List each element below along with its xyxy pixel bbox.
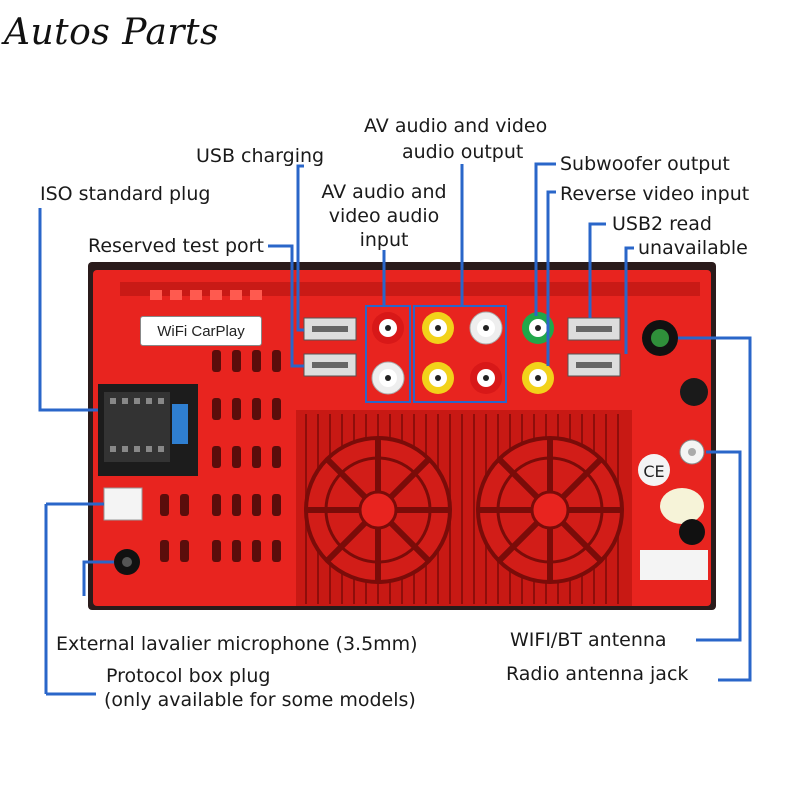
label-reverse-video: Reverse video input	[560, 183, 750, 205]
leader-subwoofer	[534, 162, 556, 316]
iso-connector	[98, 384, 198, 476]
label-test-port: Reserved test port	[88, 235, 264, 257]
rca-input-box	[365, 305, 411, 403]
label-wifi-bt: WIFI/BT antenna	[510, 629, 667, 651]
label-usb2-line1: USB2 read	[612, 213, 712, 235]
leader-radio	[678, 336, 752, 682]
leader-usb2-b	[624, 246, 634, 354]
top-strip	[120, 282, 700, 296]
label-av-input-line3: input	[359, 229, 409, 251]
brand-title: Autos Parts	[4, 12, 219, 53]
fan-left	[304, 436, 452, 584]
svg-text:CE: CE	[643, 462, 664, 481]
leader-usb2	[588, 222, 606, 318]
usb-ports-left	[303, 317, 357, 377]
label-usb2-line2: unavailable	[638, 237, 748, 259]
usb-ports-right	[567, 317, 621, 377]
protocol-plug	[103, 487, 143, 521]
label-usb-charging: USB charging	[196, 145, 325, 167]
leader-lines	[38, 162, 752, 696]
side-knob	[679, 519, 705, 545]
label-av-input-line2: video audio	[328, 205, 440, 227]
label-subwoofer: Subwoofer output	[560, 153, 730, 175]
aux-hole	[680, 378, 708, 406]
leader-iso	[38, 208, 98, 412]
label-av-output-line2: audio output	[402, 141, 524, 163]
rca-jacks	[371, 311, 554, 395]
leader-reverse	[546, 190, 556, 366]
label-microphone: External lavalier microphone (3.5mm)	[56, 633, 418, 655]
fan-right	[476, 436, 624, 584]
label-iso-plug: ISO standard plug	[40, 183, 211, 205]
leader-test-port	[268, 244, 304, 368]
spec-label	[640, 550, 708, 580]
leader-usb-charging	[296, 164, 304, 332]
radio-antenna-jack	[642, 320, 678, 356]
qc-sticker	[660, 488, 704, 524]
side-vents	[160, 350, 281, 562]
leader-mic	[82, 560, 114, 596]
top-vents	[150, 290, 262, 300]
label-protocol-line2: (only available for some models)	[104, 689, 416, 711]
mic-jack	[114, 549, 140, 575]
rca-output-box	[413, 305, 507, 403]
wifi-bt-antenna-jack	[679, 439, 705, 465]
label-radio-antenna: Radio antenna jack	[506, 663, 689, 685]
ce-mark	[638, 454, 670, 486]
label-protocol-line1: Protocol box plug	[106, 665, 271, 687]
label-av-input-line1: AV audio and	[321, 181, 447, 203]
label-av-output-line1: AV audio and video	[364, 115, 548, 137]
wifi-carplay-badge: WiFi CarPlay	[140, 316, 262, 346]
leader-wifi-bt	[696, 450, 742, 642]
